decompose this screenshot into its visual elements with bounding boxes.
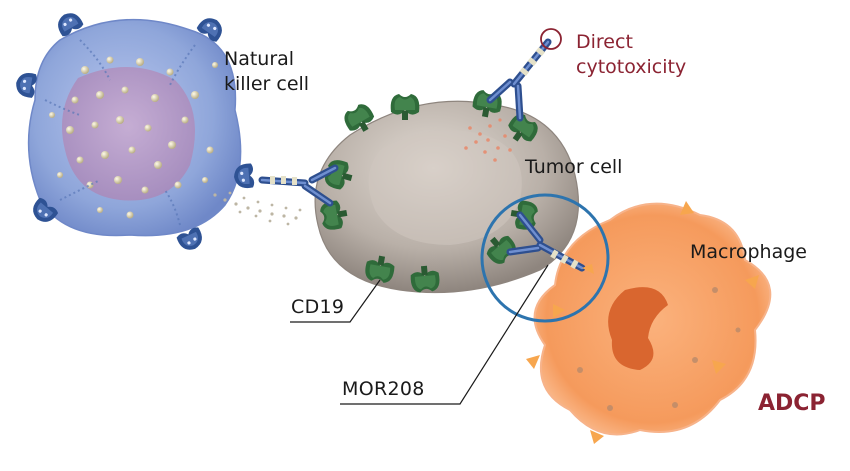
antibody-adcp [506, 211, 594, 274]
direct-cytotoxicity-label-line2: cytotoxicity [576, 56, 687, 78]
nk-fc-receptor-binding [213, 163, 302, 226]
antibody-nk [258, 164, 339, 207]
nk-receptor-icon [14, 70, 38, 99]
macrophage-nucleus [608, 287, 668, 370]
cytotoxic-granules [464, 118, 512, 162]
nk-cell-label-line1: Natural [224, 48, 295, 70]
antibody-direct [486, 28, 562, 122]
macrophage [526, 201, 772, 444]
tumor-cell-label: Tumor cell [525, 156, 623, 178]
tumor-cell [314, 88, 579, 294]
cd19-leader-line [290, 279, 381, 323]
nk-granules [49, 56, 218, 219]
adcp-label: ADCP [758, 391, 826, 416]
natural-killer-cell [14, 8, 242, 255]
mor208-label: MOR208 [342, 378, 425, 400]
cd19-label: CD19 [291, 296, 345, 318]
direct-cytotoxicity-marker [540, 28, 562, 50]
nk-cell-label-line2: killer cell [224, 73, 310, 95]
macrophage-label: Macrophage [690, 241, 807, 263]
direct-cytotoxicity-label-line1: Direct [576, 31, 633, 53]
mor208-leader-line [340, 264, 549, 405]
mor208-highlight-circle [480, 193, 610, 323]
